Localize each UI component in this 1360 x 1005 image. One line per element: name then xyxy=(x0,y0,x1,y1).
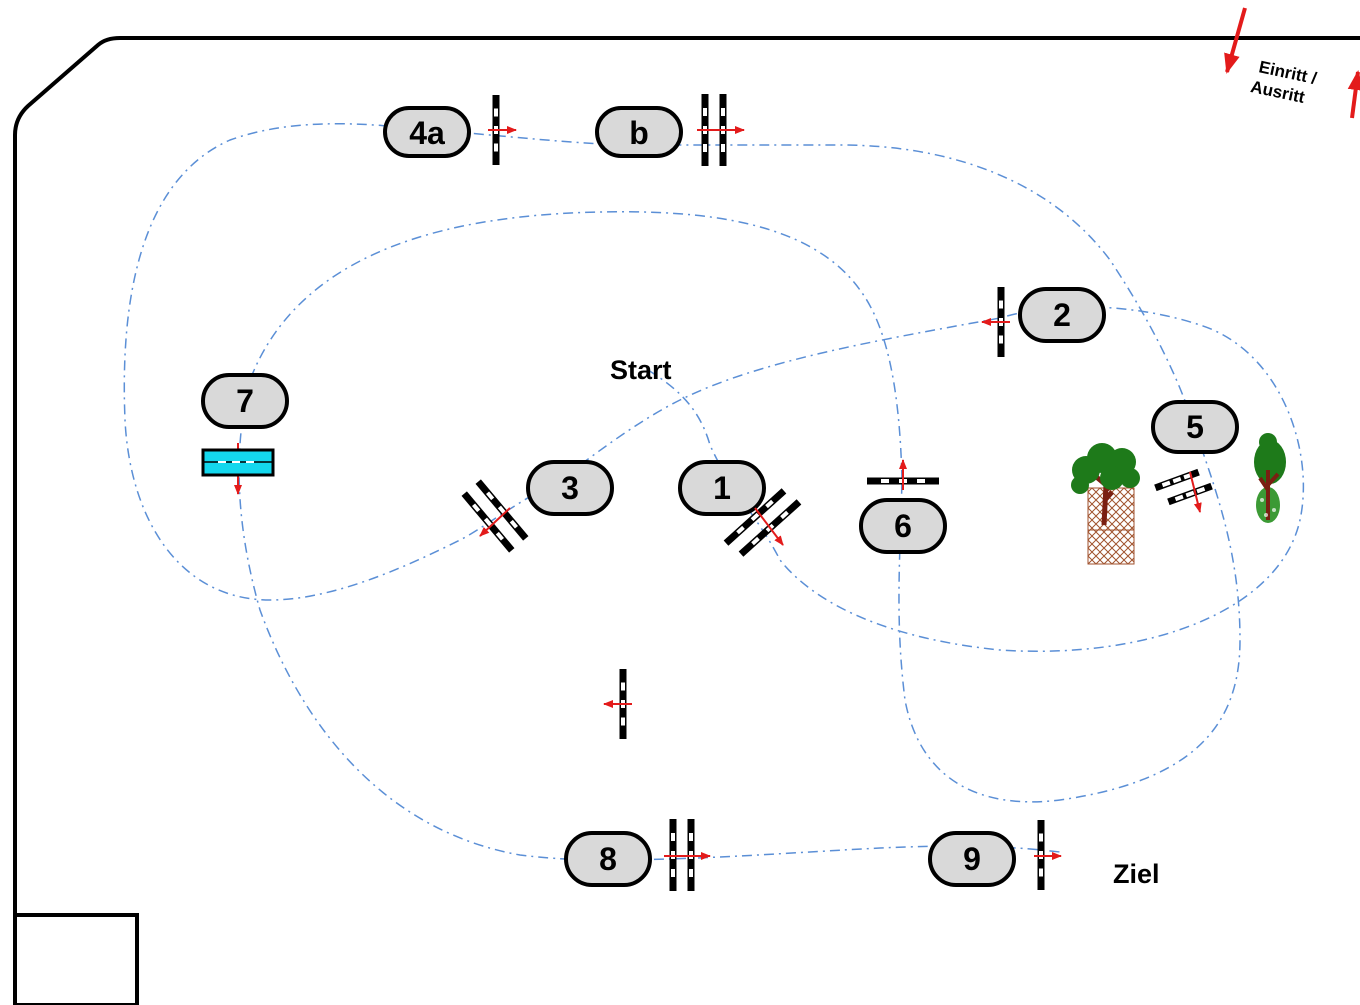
svg-text:1: 1 xyxy=(713,470,731,506)
obstacle-number-6: 6 xyxy=(859,498,947,554)
svg-text:5: 5 xyxy=(1186,409,1204,445)
svg-text:7: 7 xyxy=(236,383,254,419)
entry-arrow xyxy=(1224,7,1247,74)
obstacle-number-b: b xyxy=(595,106,683,158)
svg-text:8: 8 xyxy=(599,841,617,877)
jump-pole-1-front xyxy=(723,488,787,546)
tree-icon xyxy=(1254,433,1286,523)
obstacle-number-2: 2 xyxy=(1018,287,1106,343)
obstacle-number-4a: 4a xyxy=(383,106,471,158)
direction-arrow-5 xyxy=(1189,471,1202,513)
exit-arrow xyxy=(1347,70,1360,119)
entry-exit-label: Einritt / Ausritt xyxy=(1249,57,1319,107)
direction-arrow-3 xyxy=(479,507,511,537)
jump-pole-3-front xyxy=(461,491,515,553)
jump-pole-3-back xyxy=(475,479,529,541)
obstacle-number-3: 3 xyxy=(526,460,614,516)
svg-text:b: b xyxy=(629,115,649,151)
direction-arrow-1 xyxy=(754,507,784,546)
obstacle-number-5: 5 xyxy=(1151,400,1239,454)
obstacle-number-9: 9 xyxy=(928,831,1016,887)
jump-pole-6 xyxy=(867,477,939,485)
judge-box xyxy=(13,913,139,1005)
obstacle-number-8: 8 xyxy=(564,831,652,887)
obstacle-number-1: 1 xyxy=(678,460,766,516)
svg-text:4a: 4a xyxy=(409,115,445,151)
jump-poles xyxy=(234,94,1213,891)
svg-text:3: 3 xyxy=(561,470,579,506)
svg-text:2: 2 xyxy=(1053,297,1071,333)
svg-text:6: 6 xyxy=(894,508,912,544)
start-label: Start xyxy=(610,355,672,385)
obstacle-number-7: 7 xyxy=(201,373,289,429)
jump-pole-5-back xyxy=(1167,482,1213,506)
arena-boundary xyxy=(13,36,1360,1005)
finish-label: Ziel xyxy=(1113,859,1160,889)
water-jump-7 xyxy=(201,448,275,477)
svg-text:9: 9 xyxy=(963,841,981,877)
tree-icon xyxy=(1071,443,1140,565)
